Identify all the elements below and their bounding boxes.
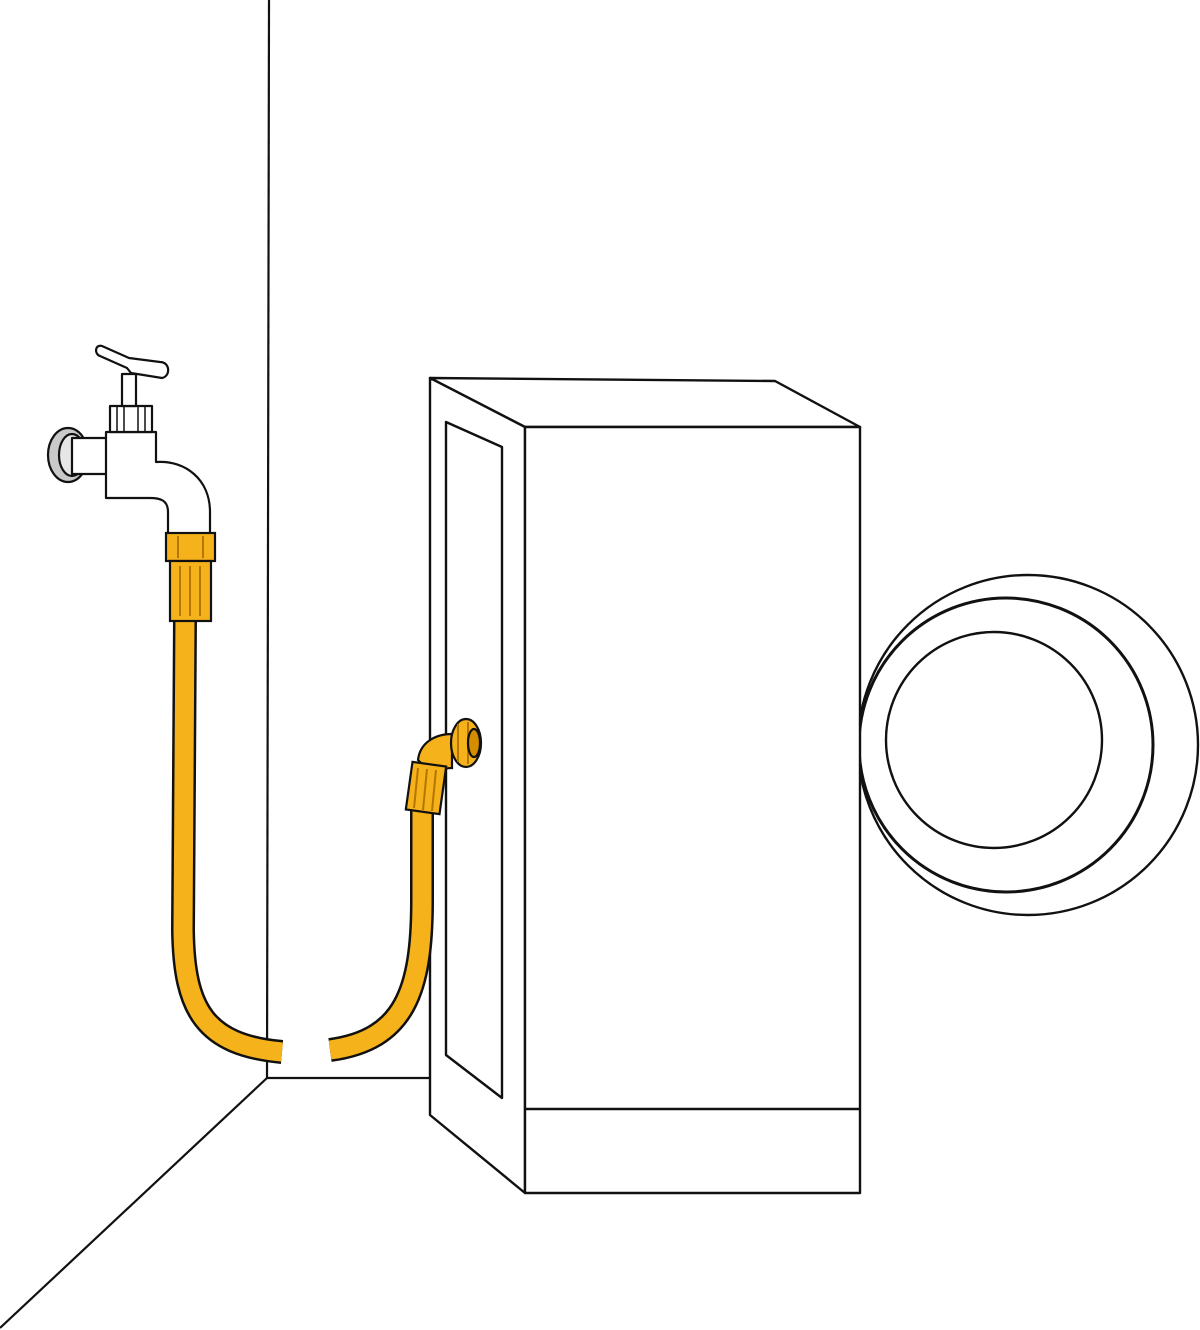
water-tap-icon [46,344,212,536]
hose-machine-coupling [404,717,483,816]
wall-corner-vertical-line [265,0,271,1079]
floor-corner-line [0,1077,268,1329]
tap-cross-handle [95,344,170,380]
tap-pipe [70,436,110,476]
washing-machine-icon [428,376,1200,1195]
tap-body [104,430,212,536]
tap-handle-stem [120,372,138,408]
inlet-hose [164,531,483,1064]
hose-tap-coupling [164,531,217,623]
porthole-door [856,573,1200,917]
machine-front [523,425,862,1195]
wall-corner [0,0,432,1329]
